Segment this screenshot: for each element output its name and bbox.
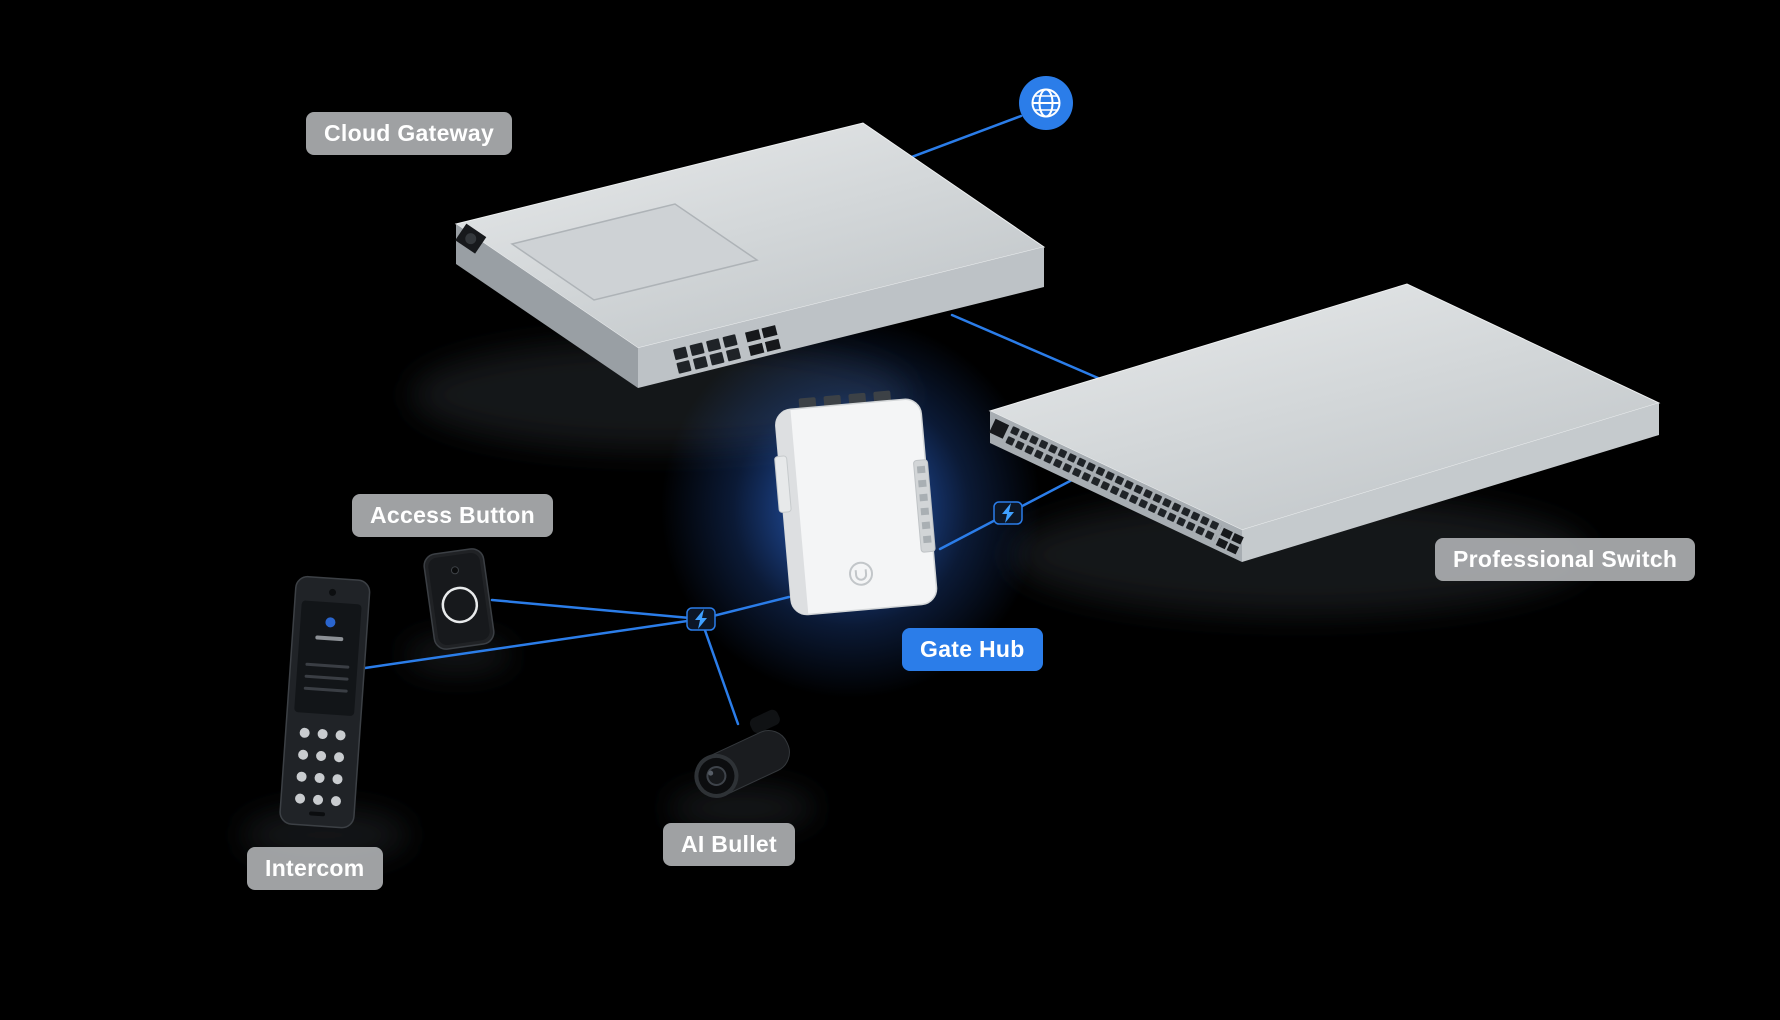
intercom-screen	[294, 600, 362, 716]
gateway-drive-bay	[510, 203, 759, 301]
poe-lightning-icon	[993, 501, 1023, 525]
wire-hub-intercom	[363, 617, 703, 670]
label-intercom: Intercom	[247, 847, 383, 890]
poe-lightning-icon	[686, 607, 716, 631]
internet-globe-icon	[1019, 76, 1073, 130]
gateway-power-port	[455, 223, 487, 254]
label-ai-bullet: AI Bullet	[663, 823, 795, 866]
access-button-ring	[441, 586, 479, 624]
wire-gateway-switch	[950, 313, 1100, 380]
wire-hub-access-button	[490, 598, 703, 621]
label-access-button: Access Button	[352, 494, 553, 537]
wire-hub-ai-bullet	[699, 617, 740, 726]
intercom-device	[279, 575, 371, 829]
label-gate-hub: Gate Hub	[902, 628, 1043, 671]
gate-hub-device	[774, 390, 938, 616]
switch-ports	[989, 418, 1244, 555]
intercom-camera-dot	[329, 588, 337, 596]
ubiquiti-logo-icon	[849, 561, 874, 586]
access-button-device	[423, 548, 495, 650]
professional-switch-device	[988, 283, 1661, 562]
gateway-ports	[670, 325, 781, 378]
intercom-keypad	[295, 727, 346, 807]
label-professional-switch: Professional Switch	[1435, 538, 1696, 581]
label-cloud-gateway: Cloud Gateway	[306, 112, 513, 155]
ai-bullet-device	[694, 709, 790, 798]
gate-hub-left-terminal	[774, 455, 792, 513]
cloud-gateway-device	[454, 122, 1046, 388]
